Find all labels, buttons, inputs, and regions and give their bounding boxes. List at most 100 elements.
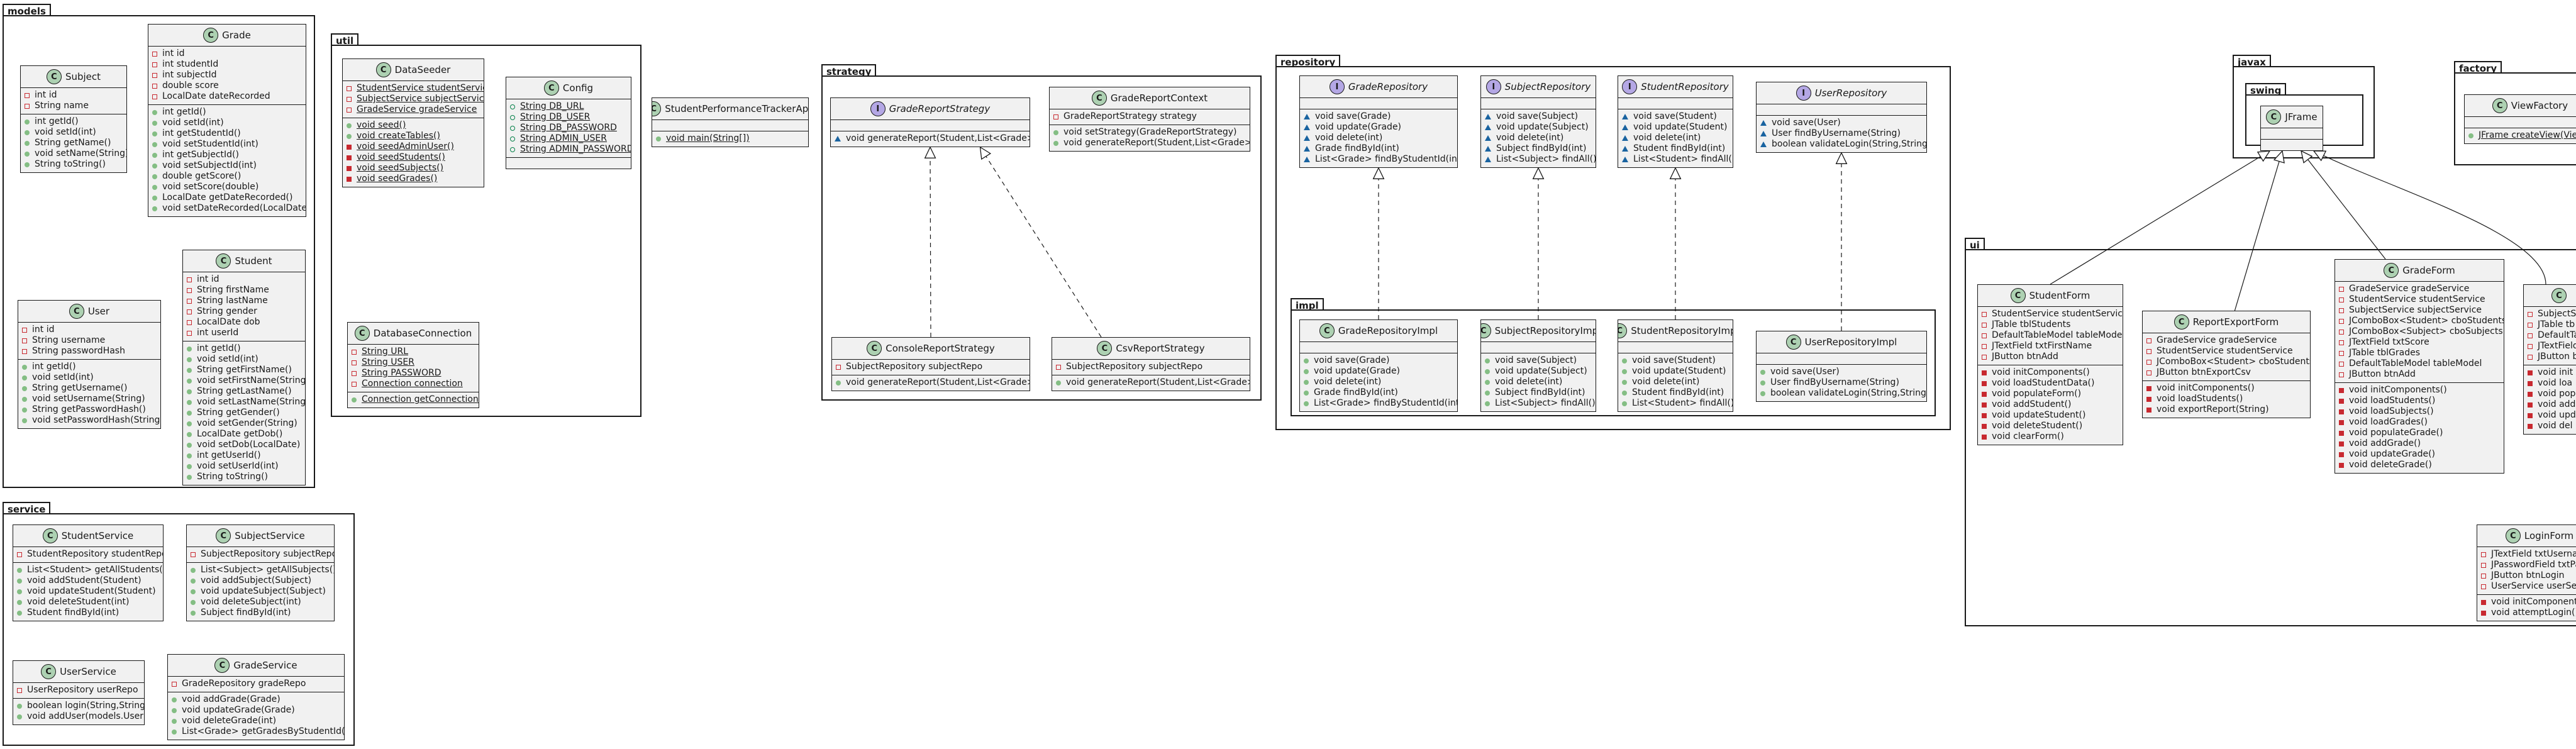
field-text: GradeService gradeService	[2157, 335, 2277, 345]
methods-section: void initComponents()void loadStudents()…	[2143, 381, 2310, 418]
public-visibility-icon	[1053, 140, 1058, 146]
method-text: void update(Student)	[1632, 366, 1726, 376]
class-name: LoginForm	[2524, 530, 2574, 541]
method-row: boolean validateLogin(String,String)	[1760, 388, 1926, 399]
inheritance-arrowhead	[2273, 150, 2285, 164]
method-row: void setName(String)	[25, 148, 126, 159]
class-name: GradeReportStrategy	[889, 103, 991, 114]
package-visibility-icon	[1485, 146, 1491, 152]
fields-section: SubjectRepository subjectRepo	[187, 547, 334, 562]
method-row: void update(Subject)	[1485, 122, 1592, 133]
field-row: UserRepository userRepo	[17, 685, 140, 696]
package-label: models	[3, 4, 51, 17]
private-visibility-icon	[2481, 610, 2486, 616]
field-row: StudentService studentService	[2146, 346, 2306, 357]
field-row: DefaultTa	[2528, 330, 2576, 341]
section-divider	[2143, 380, 2310, 381]
private-visibility-icon	[17, 687, 22, 693]
method-row: void delete(int)	[1304, 133, 1453, 143]
field-row: StudentService studentService	[347, 83, 484, 94]
public-visibility-icon	[187, 442, 192, 448]
method-row: List<Student> findAll()	[1622, 398, 1733, 409]
class-icon: C	[2384, 263, 2399, 278]
methods-section: boolean login(String,String)void addUser…	[13, 699, 144, 724]
method-row: void updateGrade(Grade)	[172, 705, 340, 716]
methods-section: void generateReport(Student,List<Grade>)	[1052, 375, 1250, 391]
section-divider	[1978, 306, 2123, 307]
method-text: int getStudentId()	[162, 128, 241, 138]
method-row: void delete(int)	[1622, 377, 1729, 387]
private-visibility-icon	[2339, 398, 2344, 404]
private-visibility-icon	[187, 298, 192, 304]
method-text: void addUser(models.User)	[27, 711, 145, 721]
public-visibility-icon	[172, 729, 177, 735]
method-text: List<Grade> getGradesByStudentId(int)	[182, 726, 345, 736]
private-visibility-icon	[2339, 419, 2344, 425]
method-row: void delete(int)	[1622, 133, 1729, 143]
package-label: swing	[2245, 83, 2287, 96]
method-text: List<Student> findAll()	[1632, 398, 1733, 408]
private-visibility-icon	[352, 349, 357, 355]
private-visibility-icon	[22, 327, 27, 333]
section-divider	[168, 676, 344, 677]
field-text: String passwordHash	[32, 346, 125, 356]
private-visibility-icon	[2339, 340, 2344, 345]
method-text: String getPasswordHash()	[32, 404, 146, 414]
field-text: String lastName	[197, 296, 268, 306]
public-visibility-icon	[510, 147, 515, 152]
public-visibility-icon	[1622, 390, 1627, 396]
method-text: void loadStudentData()	[1992, 378, 2095, 388]
class-studentrepositoryimpl[interactable]: CStudentRepositoryImplvoid save(Student)…	[1618, 319, 1733, 412]
public-visibility-icon	[1622, 379, 1627, 385]
class-subjectform[interactable]: CSubjectSeJTable tbDefaultTaJTextFieldJB…	[2523, 284, 2576, 435]
private-visibility-icon	[1982, 311, 1987, 317]
private-visibility-icon	[152, 83, 157, 89]
class-icon: C	[1319, 323, 1335, 338]
method-text: String toString()	[35, 159, 106, 169]
public-visibility-icon	[1760, 380, 1765, 386]
field-row: JButton btnAdd	[2339, 369, 2500, 380]
inheritance-line	[2234, 150, 2283, 311]
section-divider	[1052, 359, 1250, 360]
private-visibility-icon	[347, 96, 352, 102]
fields-section	[831, 120, 1030, 131]
public-visibility-icon	[347, 133, 352, 139]
class-studentperformancetrackerapp[interactable]: CStudentPerformanceTrackerAppvoid main(S…	[652, 97, 809, 147]
method-text: void save(Subject)	[1496, 111, 1579, 121]
method-row: void save(Subject)	[1485, 111, 1592, 122]
method-text: void delete(int)	[1315, 133, 1383, 143]
field-row: String lastName	[187, 296, 301, 306]
private-visibility-icon	[2146, 386, 2151, 391]
method-text: void save(Grade)	[1314, 355, 1390, 365]
